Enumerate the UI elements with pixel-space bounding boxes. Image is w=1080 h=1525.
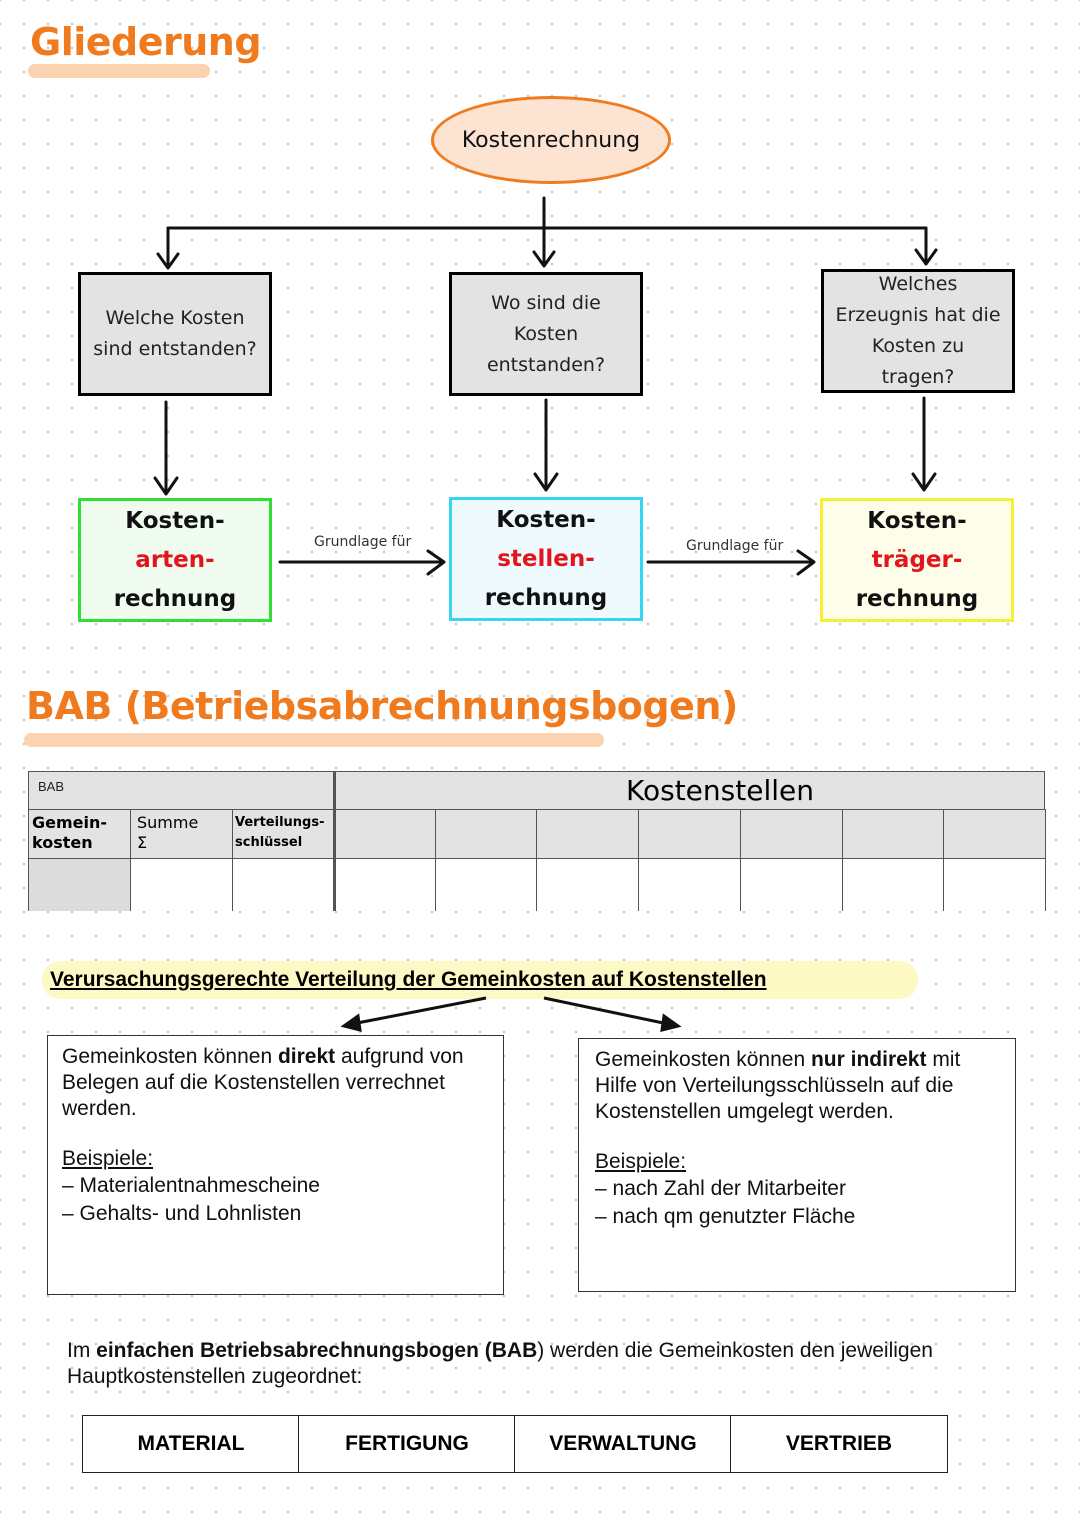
category-vertrieb: VERTRIEB [730, 1415, 948, 1473]
indirekt-example: – nach Zahl der Mitarbeiter [595, 1177, 846, 1200]
result-line2: stellen- [497, 545, 595, 572]
bab-corner-label: BAB [38, 779, 65, 794]
category-verwaltung: VERWALTUNG [514, 1415, 732, 1473]
direkt-box: Gemeinkosten können direkt aufgrund von … [47, 1035, 504, 1295]
einfach-paragraph: Im einfachen Betriebsabrechnungsbogen (B… [67, 1339, 933, 1388]
arrow-label-grundlage-1: Grundlage für [314, 534, 412, 550]
result-line1: Kosten- [496, 506, 596, 533]
kostenstelle-header-cell [434, 809, 538, 859]
result-line3: rechnung [484, 584, 608, 611]
result-line3: rechnung [855, 585, 979, 612]
indirekt-beispiele-label: Beispiele: [595, 1150, 687, 1173]
diagram-connectors [153, 196, 938, 576]
category-material: MATERIAL [82, 1415, 300, 1473]
title-highlight [24, 733, 604, 747]
kostenstelle-header-cell [943, 809, 1047, 859]
direkt-beispiele-label: Beispiele: [62, 1147, 154, 1170]
verteilung-heading: Verursachungsgerechte Verteilung der Gem… [50, 968, 767, 991]
row-gemeinkosten-cell [28, 858, 131, 911]
bab-table: BAB Kostenstellen Gemein- kosten Summe Σ… [28, 771, 1047, 911]
direkt-example: – Materialentnahmescheine [62, 1174, 320, 1197]
root-ellipse: Kostenrechnung [431, 96, 671, 184]
kostenstellen-header: Kostenstellen [333, 771, 1045, 810]
result-line1: Kosten- [125, 507, 225, 534]
category-fertigung: FERTIGUNG [298, 1415, 516, 1473]
kostenstelle-header-cell [739, 809, 843, 859]
kostenstelle-header-cell [841, 809, 945, 859]
question-box-kostenarten: Welche Kosten sind entstanden? [78, 272, 272, 396]
direkt-example: – Gehalts- und Lohnlisten [62, 1202, 302, 1225]
result-box-kostenartenrechnung: Kosten- arten- rechnung [78, 498, 272, 622]
result-line1: Kosten- [867, 507, 967, 534]
col-verteilungsschluessel: Verteilungs- schlüssel [232, 809, 335, 859]
kostenstelle-cell [841, 858, 945, 911]
question-box-kostenstellen: Wo sind die Kosten entstanden? [449, 272, 643, 396]
result-line3: rechnung [113, 585, 237, 612]
col-summe-label: Summe Σ [137, 813, 199, 852]
result-line2: träger- [871, 546, 963, 573]
section-title-bab: BAB (Betriebsabrechnungsbogen) [26, 684, 738, 728]
question-box-kostentraeger: Welches Erzeugnis hat die Kosten zu trag… [821, 269, 1015, 393]
kostenstelle-cell [638, 858, 742, 911]
col-gemeinkosten: Gemein- kosten [28, 809, 131, 859]
title-highlight [28, 64, 210, 78]
root-label: Kostenrechnung [461, 127, 641, 153]
result-box-kostentraegerrechnung: Kosten- träger- rechnung [820, 498, 1014, 622]
bab-corner-cell: BAB [28, 771, 334, 810]
kostenstelle-cell [333, 858, 436, 911]
question-text: Wo sind die Kosten entstanden? [486, 291, 606, 376]
kostenstelle-cell [434, 858, 538, 911]
result-line2: arten- [135, 546, 215, 573]
kostenstellen-label: Kostenstellen [626, 774, 814, 807]
indirekt-example: – nach qm genutzter Fläche [595, 1205, 856, 1228]
direkt-text: Gemeinkosten können direkt aufgrund von … [62, 1045, 464, 1120]
col-summe: Summe Σ [130, 809, 233, 859]
col-gemeinkosten-label: Gemein- kosten [32, 813, 108, 852]
kostenstelle-header-cell [638, 809, 742, 859]
kostenstelle-cell [536, 858, 640, 911]
result-box-kostenstellenrechnung: Kosten- stellen- rechnung [449, 497, 643, 621]
verteilung-highlight [42, 961, 918, 999]
section-title-gliederung: Gliederung [30, 20, 262, 64]
kostenstelle-cell [943, 858, 1047, 911]
kostenstelle-header-cell [333, 809, 436, 859]
row-cell [232, 858, 335, 911]
indirekt-text: Gemeinkosten können nur indirekt mit Hil… [595, 1048, 961, 1123]
col-verteilungsschluessel-label: Verteilungs- schlüssel [235, 815, 325, 850]
row-cell [130, 858, 233, 911]
question-text: Welches Erzeugnis hat die Kosten zu trag… [835, 273, 1001, 388]
kostenstelle-cell [739, 858, 843, 911]
kostenstelle-header-cell [536, 809, 640, 859]
verteilung-arrows [340, 996, 682, 1032]
indirekt-box: Gemeinkosten können nur indirekt mit Hil… [578, 1038, 1016, 1292]
arrow-label-grundlage-2: Grundlage für [686, 538, 784, 554]
question-text: Welche Kosten sind entstanden? [93, 307, 257, 360]
